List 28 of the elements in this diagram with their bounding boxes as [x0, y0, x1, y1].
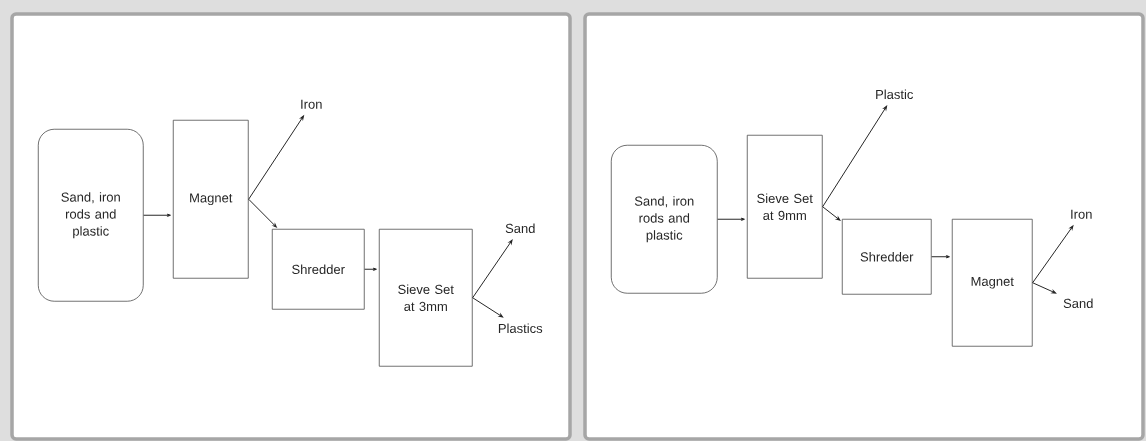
panel-frame [10, 12, 572, 441]
output-label: Iron [1071, 209, 1092, 219]
process-box: Magnet [951, 218, 1033, 347]
panel-frame [583, 12, 1145, 441]
arrow [822, 105, 888, 208]
arrow [931, 255, 950, 259]
process-box: Magnet [172, 119, 249, 279]
arrow [364, 267, 377, 271]
arrow [472, 239, 513, 299]
arrow [1032, 282, 1057, 294]
arrow [143, 213, 171, 217]
output-label: Sand [1063, 298, 1093, 308]
arrow [248, 198, 277, 228]
arrow [822, 206, 841, 221]
arrow [1032, 225, 1074, 284]
output-label: Iron [301, 99, 322, 109]
arrow [717, 217, 745, 221]
output-label: Plastics [498, 323, 543, 333]
process-box: Sieve Set at 3mm [378, 228, 473, 367]
process-box: Shredder [271, 228, 365, 310]
output-label: Sand [505, 223, 535, 233]
output-label: Plastic [876, 89, 914, 99]
process-box: Sieve Set at 9mm [746, 134, 823, 279]
arrow [472, 297, 504, 318]
arrow [248, 115, 304, 200]
input-box: Sand, iron rods and plastic [610, 144, 718, 294]
process-box: Shredder [841, 218, 932, 295]
input-box: Sand, iron rods and plastic [37, 128, 144, 302]
